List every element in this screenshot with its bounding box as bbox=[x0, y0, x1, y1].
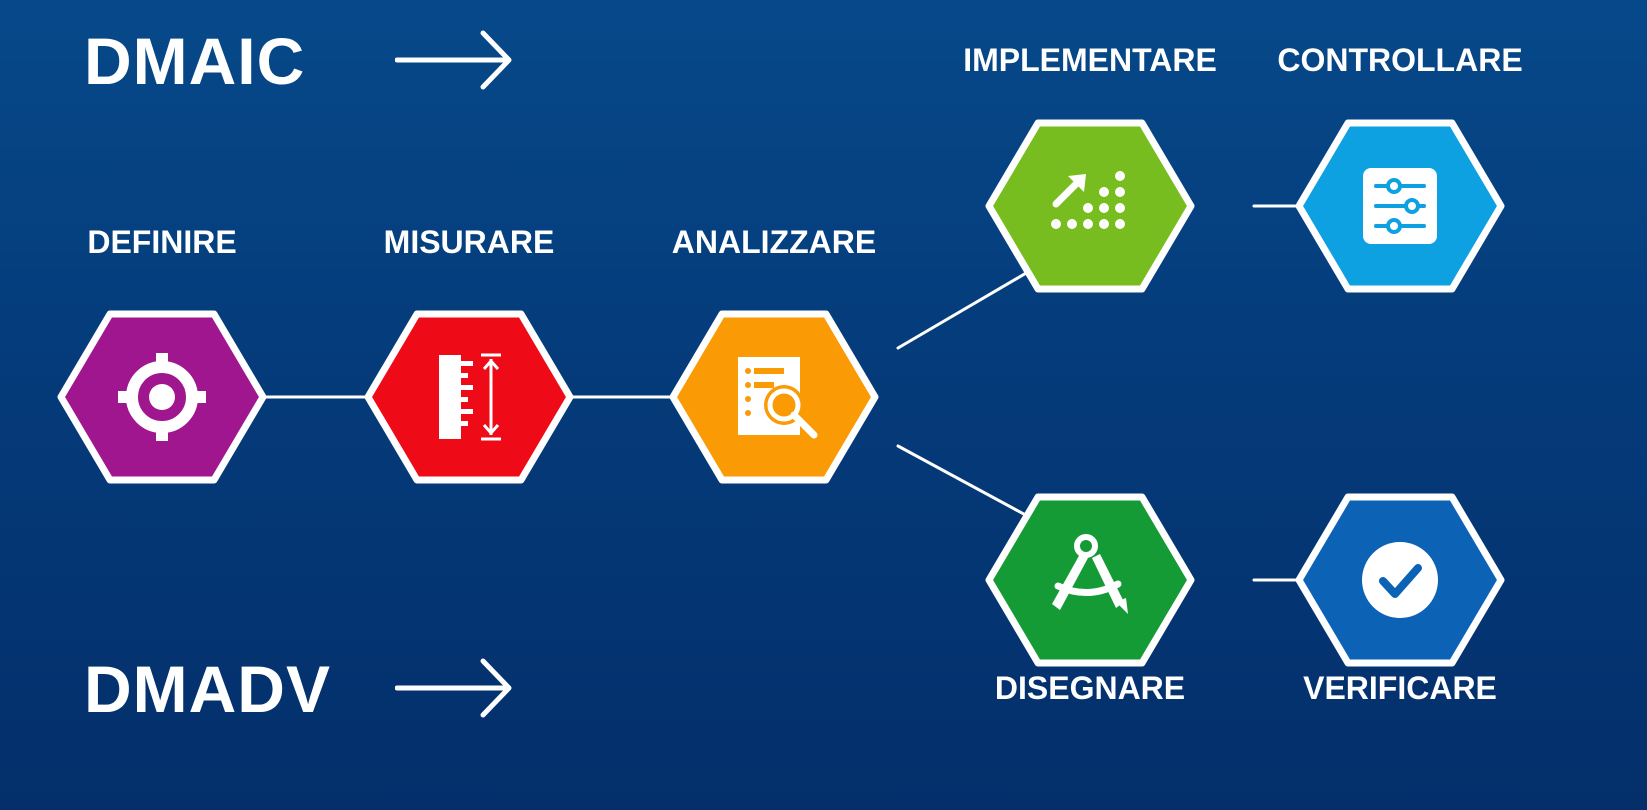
sliders-icon bbox=[1363, 168, 1437, 244]
hexagon-analizzare bbox=[669, 310, 879, 484]
hexagon-definire bbox=[57, 310, 267, 484]
scatter-growth-icon bbox=[1051, 171, 1125, 229]
hexagon-misurare bbox=[364, 310, 574, 484]
target-icon bbox=[118, 353, 206, 441]
label-misurare: MISURARE bbox=[383, 224, 555, 260]
dmadv-arrow-icon bbox=[395, 658, 512, 718]
document-search-icon bbox=[738, 357, 818, 439]
hexagon-controllare bbox=[1295, 119, 1505, 293]
hex-shape-misurare bbox=[364, 310, 574, 484]
label-controllare: CONTROLLARE bbox=[1277, 42, 1523, 78]
hexagon-disegnare bbox=[985, 493, 1195, 667]
hexagon-implementare bbox=[985, 119, 1195, 293]
checkmark-icon bbox=[1362, 542, 1438, 618]
compass-icon bbox=[1052, 534, 1128, 614]
dmaic-arrow-icon bbox=[395, 30, 512, 90]
hex-shape-disegnare bbox=[985, 493, 1195, 667]
label-verificare: VERIFICARE bbox=[1303, 670, 1497, 706]
label-analizzare: ANALIZZARE bbox=[671, 224, 877, 260]
ruler-icon bbox=[439, 353, 501, 441]
dmaic-title: DMAIC bbox=[84, 24, 306, 98]
label-definire: DEFINIRE bbox=[87, 224, 237, 260]
hexagon-verificare bbox=[1295, 493, 1505, 667]
label-disegnare: DISEGNARE bbox=[994, 670, 1186, 706]
dmadv-title: DMADV bbox=[84, 652, 331, 726]
label-implementare: IMPLEMENTARE bbox=[963, 42, 1217, 78]
